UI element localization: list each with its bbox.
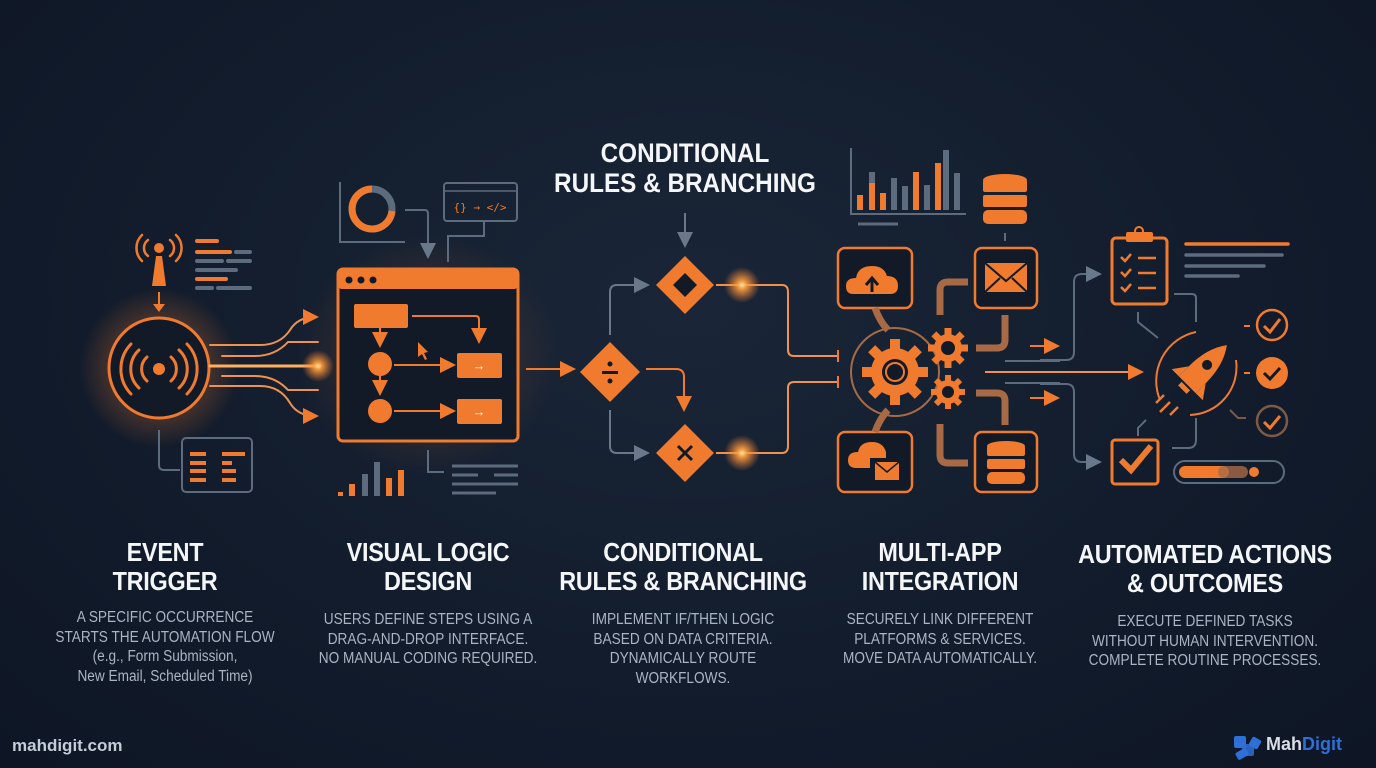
top-label-line1: CONDITIONAL [600,138,770,168]
mahdigit-logo-icon [1234,736,1262,760]
step-desc-visual-logic: USERS DEFINE STEPS USING A DRAG-AND-DROP… [318,611,538,667]
event-trigger-illustration [79,233,334,493]
conditional-branching-illustration [580,213,839,482]
top-label-line2: RULES & BRANCHING [554,168,816,198]
step-desc-multi-app: SECURELY LINK DIFFERENT PLATFORMS & SERV… [842,611,1038,667]
svg-text:→: → [473,358,486,373]
step-desc-event-trigger: A SPECIFIC OCCURRENCE STARTS THE AUTOMAT… [55,609,275,685]
automated-actions-illustration [1040,226,1290,486]
brand-name-part2: Digit [1302,734,1342,754]
top-conditional-label: CONDITIONAL RULES & BRANCHING [546,138,825,198]
step-title-automated-actions: AUTOMATED ACTIONS & OUTCOMES [1078,539,1332,598]
step-title-visual-logic: VISUAL LOGIC DESIGN [346,537,510,596]
step-desc-conditional: IMPLEMENT IF/THEN LOGIC BASED ON DATA CR… [591,611,775,687]
svg-text:{} → </>: {} → </> [454,201,507,214]
step-title-multi-app: MULTI-APP INTEGRATION [861,537,1019,596]
brand-name-part1: Mah [1266,734,1302,754]
visual-logic-illustration: {} → </> → → [298,182,576,496]
step-title-event-trigger: EVENT TRIGGER [112,537,218,596]
svg-text:→: → [473,404,486,419]
step-desc-automated-actions: EXECUTE DEFINED TASKS WITHOUT HUMAN INTE… [1088,613,1322,669]
step-title-conditional: CONDITIONAL RULES & BRANCHING [559,537,807,596]
footer-website-link[interactable]: mahdigit.com [12,736,123,755]
integration-illustration [836,148,1144,494]
